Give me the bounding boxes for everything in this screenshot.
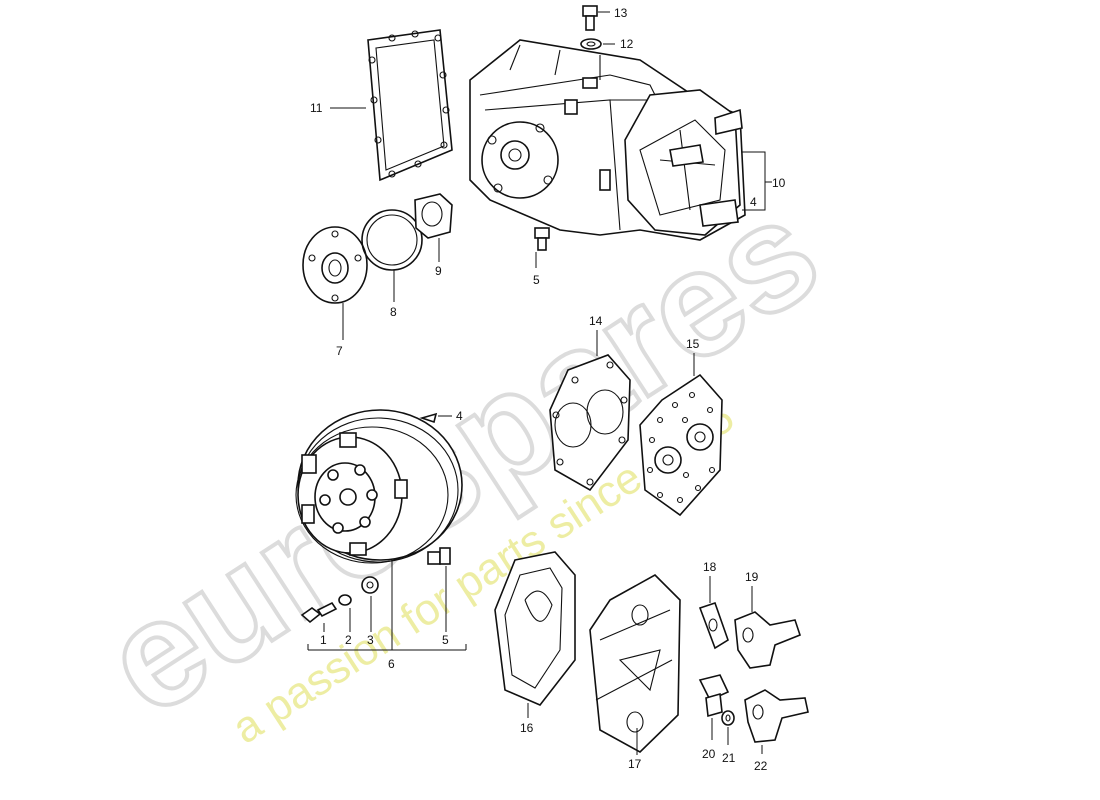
callout-10: 10 (772, 176, 786, 190)
gasket-part-11 (367, 29, 453, 182)
callout-labels: 13 12 11 10 4 5 7 8 9 14 15 4 1 2 3 5 6 … (310, 6, 786, 773)
washer-part-2 (338, 594, 352, 632)
shaft-seal-plate-part-7 (302, 226, 368, 340)
o-ring-part-8 (361, 209, 423, 302)
callout-6: 6 (388, 657, 395, 671)
valve-plate-part-15 (639, 353, 723, 517)
callout-19: 19 (745, 570, 759, 584)
callout-16: 16 (520, 721, 534, 735)
callout-9: 9 (435, 264, 442, 278)
callout-8: 8 (390, 305, 397, 319)
callout-14: 14 (589, 314, 603, 328)
callout-4-upper: 4 (750, 195, 757, 209)
gasket-part-14 (549, 330, 631, 492)
callout-17: 17 (628, 757, 642, 771)
callout-21: 21 (722, 751, 736, 765)
callout-11: 11 (310, 101, 323, 115)
gasket-part-16 (494, 551, 576, 718)
bolt-part-5-lower (427, 547, 451, 632)
callout-4-lower: 4 (456, 409, 463, 423)
bolt-part-5-upper (534, 227, 550, 268)
watermark: eurospares a passion for parts since 198… (74, 163, 848, 753)
callout-20: 20 (702, 747, 716, 761)
callout-15: 15 (686, 337, 700, 351)
callout-18: 18 (703, 560, 717, 574)
callout-22: 22 (754, 759, 768, 773)
callout-3: 3 (367, 633, 374, 647)
callout-12: 12 (620, 37, 634, 51)
key-part-4 (419, 412, 452, 424)
callout-1: 1 (320, 633, 327, 647)
seal-part-9 (414, 193, 453, 262)
bolt-part-13 (582, 5, 610, 31)
gasket-part-18 (698, 576, 729, 650)
bracket-parts-4-10 (742, 151, 772, 211)
compressor-assembly (469, 39, 746, 241)
washer-part-21 (721, 710, 735, 745)
cylinder-head-part-17 (589, 574, 681, 755)
bolt-part-1 (300, 601, 338, 632)
washer-part-12 (580, 38, 615, 50)
fitting-part-19 (734, 586, 801, 669)
bracket-parts-1-5 (307, 644, 467, 651)
callout-2: 2 (345, 633, 352, 647)
callout-13: 13 (614, 6, 628, 20)
callout-5-lower: 5 (442, 633, 449, 647)
fitting-part-20 (698, 674, 730, 740)
nut-part-3 (361, 576, 379, 632)
watermark-logo: eurospares (76, 165, 846, 746)
callout-7: 7 (336, 344, 343, 358)
fitting-part-22 (744, 689, 809, 754)
callout-5-upper: 5 (533, 273, 540, 287)
clutch-part-6 (295, 409, 463, 650)
